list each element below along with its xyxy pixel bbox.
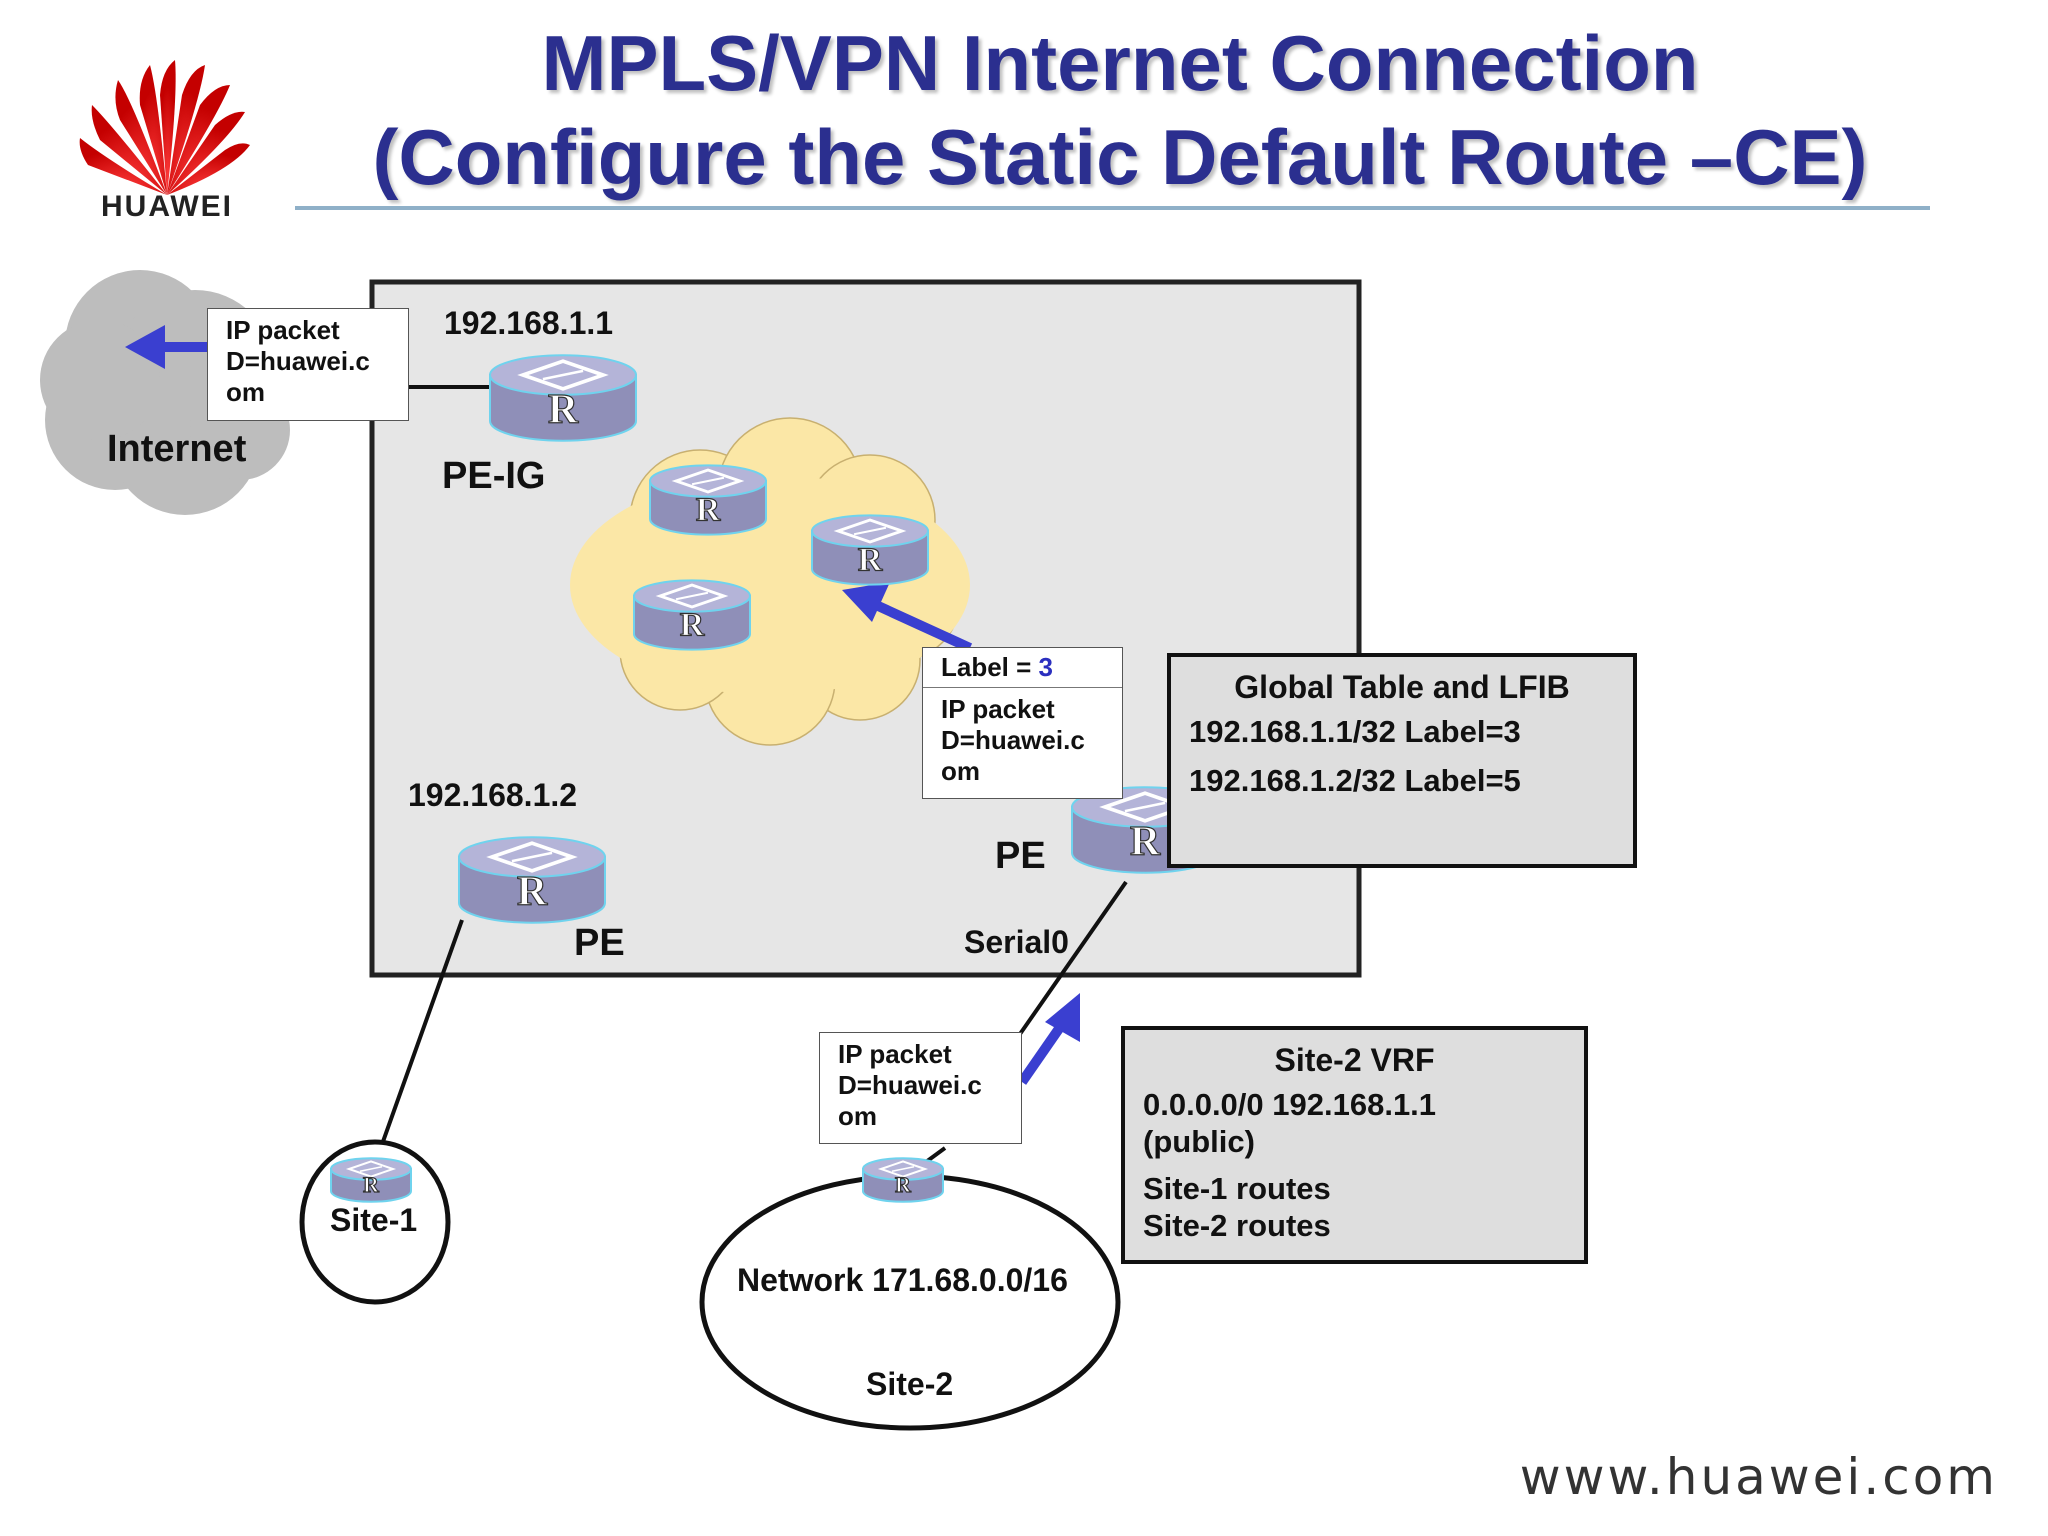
router-pe-left-icon: R — [458, 836, 606, 924]
router-site2-icon: R — [862, 1157, 944, 1203]
pe-ig-label: PE-IG — [442, 455, 546, 497]
link-pe-site2 — [1018, 880, 1128, 1036]
core-packet-text: IP packet D=huawei.c om — [941, 694, 1085, 786]
site1-label: Site-1 — [330, 1202, 418, 1238]
router-glyph: R — [517, 869, 548, 915]
vrf-table-box: Site-2 VRF 0.0.0.0/0 192.168.1.1 (public… — [1121, 1026, 1588, 1264]
router-glyph: R — [858, 542, 883, 579]
router-glyph: R — [363, 1172, 380, 1197]
pe-right-label: PE — [995, 835, 1046, 877]
core-packet-box: Label = 3 IP packet D=huawei.c om — [922, 647, 1123, 799]
router-glyph: R — [895, 1172, 912, 1197]
router-core-1-icon: R — [649, 464, 767, 536]
router-pe-ig-icon: R — [489, 354, 637, 442]
pe-left-label: PE — [574, 922, 625, 964]
label-value: 3 — [1038, 652, 1054, 682]
arrow-core-icon — [842, 582, 973, 653]
arrow-to-internet-icon — [125, 325, 210, 369]
serial0-label: Serial0 — [964, 924, 1069, 960]
internet-label: Internet — [107, 428, 247, 470]
router-glyph: R — [696, 492, 721, 529]
pe-ig-ip-label: 192.168.1.1 — [444, 305, 614, 341]
router-glyph: R — [548, 387, 579, 433]
router-site1-icon: R — [330, 1157, 412, 1203]
vrf-table-row-1: 0.0.0.0/0 192.168.1.1 (public) — [1143, 1087, 1437, 1159]
label-row: Label = 3 — [923, 648, 1122, 688]
internet-packet-box: IP packet D=huawei.c om — [207, 308, 409, 421]
site2-packet-box: IP packet D=huawei.c om — [819, 1032, 1022, 1144]
huawei-logo-text: HUAWEI — [101, 190, 233, 223]
label-prefix: Label = — [941, 652, 1039, 682]
page-title-line2: (Configure the Static Default Route –CE) — [372, 113, 1868, 201]
network-label: Network 171.68.0.0/16 — [737, 1262, 1068, 1298]
site2-label: Site-2 — [866, 1366, 954, 1402]
global-table-row-2: 192.168.1.2/32 Label=5 — [1189, 763, 1521, 798]
global-table-box: Global Table and LFIB 192.168.1.1/32 Lab… — [1167, 653, 1637, 868]
router-glyph: R — [1130, 819, 1161, 865]
huawei-logo-icon — [79, 60, 250, 195]
link-pe-site1 — [378, 919, 464, 1151]
mpls-core-cloud-fill — [570, 475, 970, 695]
pe-left-ip-label: 192.168.1.2 — [408, 777, 578, 813]
router-core-3-icon: R — [633, 579, 751, 651]
arrow-site2-to-pe-icon — [1017, 993, 1080, 1085]
router-glyph: R — [680, 607, 705, 644]
internet-packet-text: IP packet D=huawei.c om — [226, 315, 370, 407]
vrf-table-title: Site-2 VRF — [1274, 1042, 1435, 1078]
global-table-row-1: 192.168.1.1/32 Label=3 — [1189, 714, 1521, 749]
router-core-2-icon: R — [811, 514, 929, 586]
footer-url: www.huawei.com — [1519, 1448, 1998, 1506]
site2-packet-text: IP packet D=huawei.c om — [838, 1039, 982, 1131]
page-title-line1: MPLS/VPN Internet Connection — [541, 19, 1699, 107]
vrf-table-row-2: Site-1 routes Site-2 routes — [1143, 1171, 1331, 1243]
global-table-title: Global Table and LFIB — [1234, 669, 1570, 705]
